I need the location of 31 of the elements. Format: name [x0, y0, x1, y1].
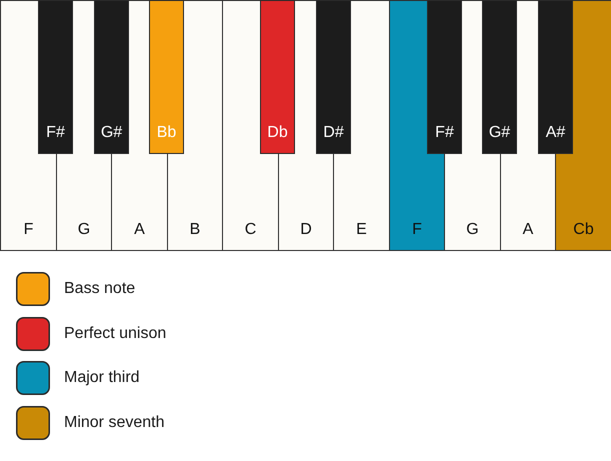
accidental-piano-key — [316, 0, 351, 154]
legend-label: Perfect unison — [64, 325, 166, 343]
note-name: F — [412, 221, 422, 239]
note-name: A — [134, 221, 145, 239]
note-name: G — [466, 221, 479, 239]
note-name: C — [244, 221, 256, 239]
note-name: E — [356, 221, 367, 239]
note-name: A# — [546, 124, 566, 142]
note-name: G# — [488, 124, 510, 142]
accidental-piano-key — [427, 0, 462, 154]
note-name: F — [24, 221, 34, 239]
note-name: D# — [323, 124, 344, 142]
note-name: F# — [46, 124, 65, 142]
note-name: Bb — [156, 124, 176, 142]
legend-label: Minor seventh — [64, 414, 164, 432]
legend-label: Bass note — [64, 280, 136, 298]
highlighted-accidental-piano-key — [149, 0, 184, 154]
legend-label: Major third — [64, 369, 140, 387]
accidental-piano-key — [38, 0, 73, 154]
accidental-piano-key — [94, 0, 129, 154]
note-name: Db — [267, 124, 288, 142]
note-name: F# — [435, 124, 454, 142]
note-name: G# — [100, 124, 122, 142]
note-name: B — [190, 221, 200, 239]
note-name: A — [522, 221, 534, 239]
note-name: D — [300, 221, 312, 239]
highlighted-accidental-piano-key — [260, 0, 295, 154]
accidental-piano-key — [538, 0, 573, 154]
note-name: Cb — [573, 221, 594, 239]
note-name: G — [78, 221, 90, 239]
accidental-piano-key — [482, 0, 517, 154]
